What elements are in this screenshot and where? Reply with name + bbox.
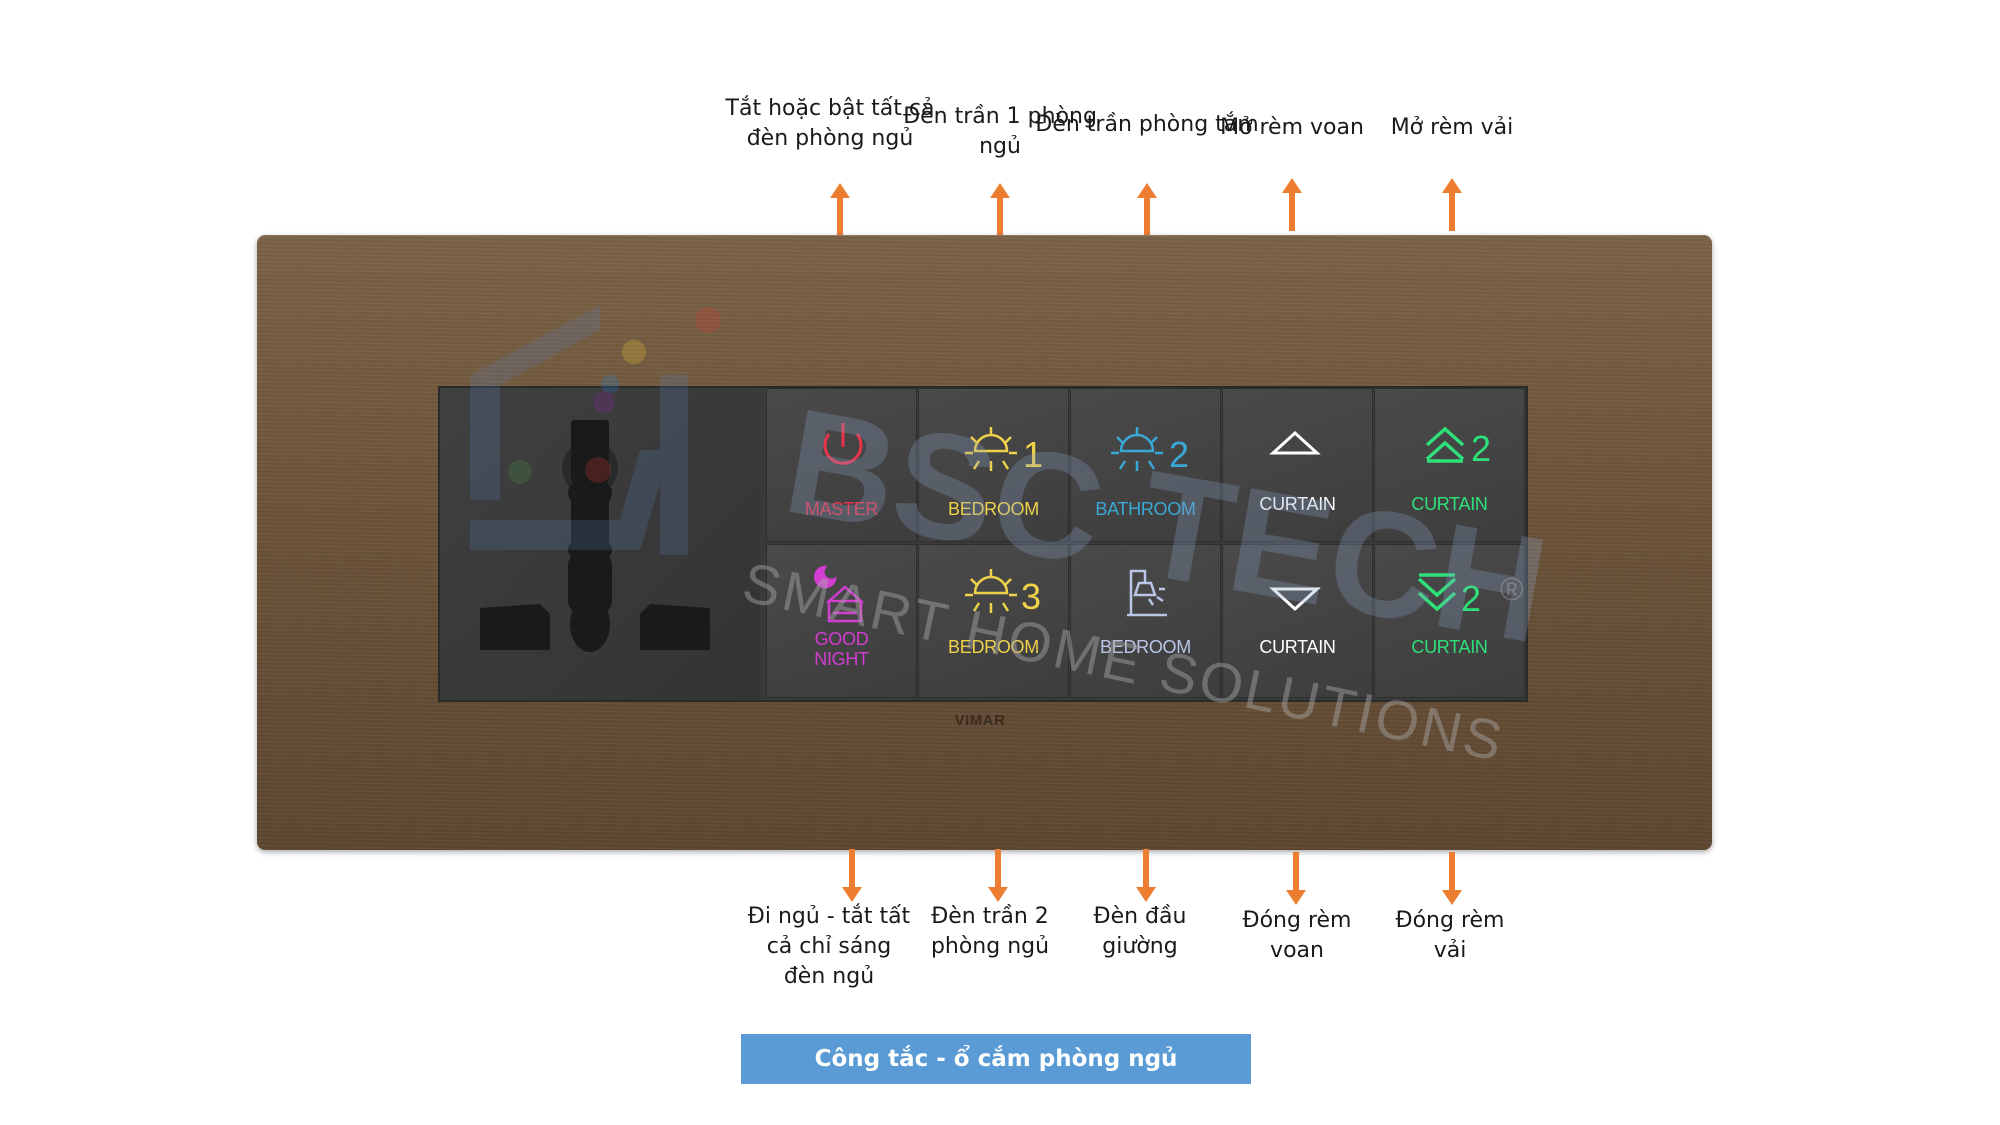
annotation-bedroom-2: Đèn trần 2 phòng ngủ: [930, 904, 1050, 959]
arrow-up-icon: [990, 183, 1010, 236]
good-night-button[interactable]: GOOD NIGHT: [766, 544, 917, 698]
curtain-fabric-up-button[interactable]: 2 CURTAIN: [1374, 388, 1525, 542]
chevron-up-icon: [1269, 430, 1321, 455]
master-label: MASTER: [804, 499, 879, 519]
bedroom-1-number: 1: [1023, 434, 1044, 475]
master-button[interactable]: MASTER: [766, 388, 917, 542]
ceiling-light-icon: [965, 569, 1017, 613]
arrow-up-icon: [830, 183, 850, 236]
arrow-up-icon: [1442, 178, 1462, 231]
annotation-curtain-fabric-close: Đóng rèm vải: [1395, 908, 1505, 963]
bedroom-1-button[interactable]: 1 BEDROOM: [918, 388, 1069, 542]
arrow-down-icon: [1286, 852, 1306, 905]
bedside-lamp-icon: [1127, 569, 1167, 617]
bedroom-3-label: BEDROOM: [948, 637, 1039, 657]
good-night-label-line2: NIGHT: [814, 649, 869, 669]
bathroom-2-number: 2: [1169, 434, 1190, 475]
arrow-up-icon: [1137, 183, 1157, 236]
ceiling-light-icon: [965, 427, 1017, 471]
moon-bed-icon: [813, 565, 864, 623]
annotation-master: Tắt hoặc bật tất cả đèn phòng ngủ: [725, 96, 935, 151]
curtain-fabric-down-number: 2: [1461, 578, 1482, 619]
curtain-fabric-down-button[interactable]: 2 CURTAIN: [1374, 544, 1525, 698]
arrow-up-icon: [1282, 178, 1302, 231]
annotation-good-night: Đi ngủ - tắt tất cả chỉ sáng đèn ngủ: [747, 904, 911, 989]
arrow-down-icon: [1136, 849, 1156, 902]
double-chevron-up-icon: [1425, 426, 1465, 463]
bathroom-2-label: BATHROOM: [1095, 499, 1196, 519]
bathroom-2-button[interactable]: 2 BATHROOM: [1070, 388, 1221, 542]
power-socket: [440, 388, 760, 700]
arrow-down-icon: [988, 849, 1008, 902]
curtain-fabric-up-label: CURTAIN: [1411, 494, 1488, 514]
bedside-lamp-label: BEDROOM: [1100, 637, 1191, 657]
curtain-sheer-down-label: CURTAIN: [1259, 637, 1336, 657]
annotation-bedroom-1: Đèn trần 1 phòng ngủ: [903, 104, 1097, 159]
power-icon: [823, 423, 863, 465]
bedside-lamp-button[interactable]: BEDROOM: [1070, 544, 1221, 698]
annotation-curtain-sheer-close: Đóng rèm voan: [1242, 908, 1352, 963]
annotation-bathroom: Đèn trần phòng tắm: [1035, 112, 1259, 137]
annotation-curtain-fabric-open: Mở rèm vải: [1390, 115, 1514, 140]
good-night-label-line1: GOOD: [814, 629, 869, 649]
bedroom-1-label: BEDROOM: [948, 499, 1039, 519]
curtain-fabric-down-label: CURTAIN: [1411, 637, 1488, 657]
bedroom-3-button[interactable]: 3 BEDROOM: [918, 544, 1069, 698]
arrow-down-icon: [842, 849, 862, 902]
caption-banner: Công tắc - ổ cắm phòng ngủ: [741, 1034, 1251, 1084]
ceiling-light-icon: [1111, 427, 1163, 471]
control-panel: MASTER 1 BEDROOM 2 BATHROOM: [438, 386, 1528, 702]
curtain-sheer-up-button[interactable]: CURTAIN: [1222, 388, 1373, 542]
chevron-down-icon: [1269, 587, 1321, 612]
curtain-sheer-up-label: CURTAIN: [1259, 494, 1336, 514]
double-chevron-down-icon: [1417, 573, 1457, 612]
annotation-curtain-sheer-open: Mở rèm voan: [1220, 115, 1364, 140]
brand-logo: VIMAR: [954, 712, 1006, 729]
curtain-fabric-up-number: 2: [1471, 428, 1492, 469]
socket-outlet-icon: [480, 420, 710, 652]
annotation-bedside-lamp: Đèn đầu giường: [1093, 904, 1187, 959]
arrow-down-icon: [1442, 852, 1462, 905]
bedroom-3-number: 3: [1021, 576, 1042, 617]
curtain-sheer-down-button[interactable]: CURTAIN: [1222, 544, 1373, 698]
